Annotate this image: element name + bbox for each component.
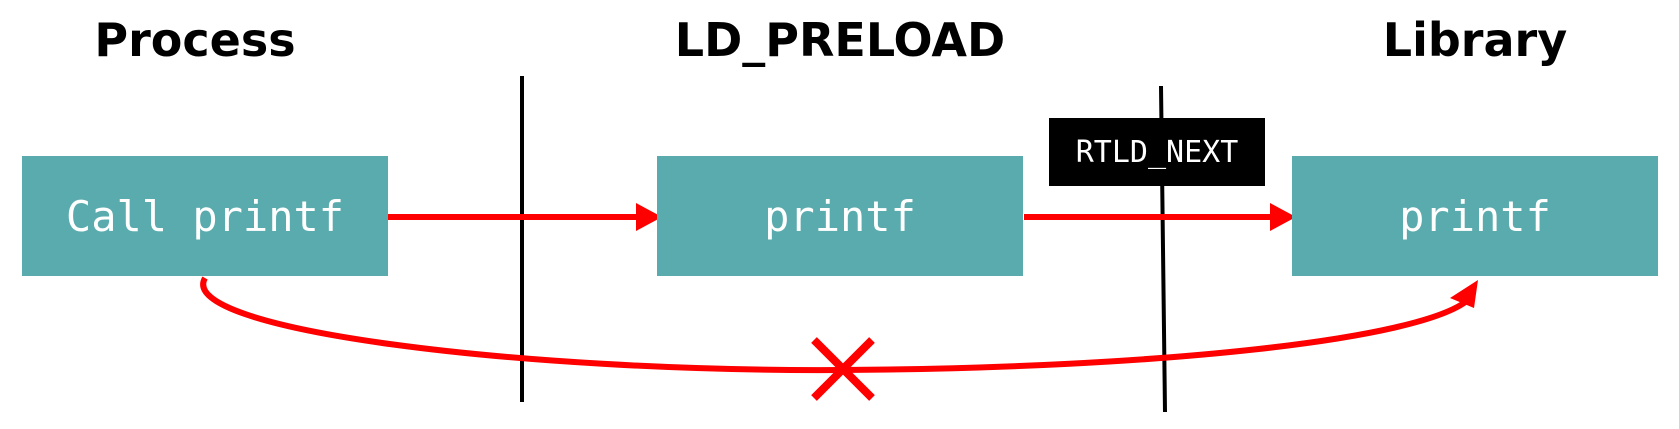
header-ld-preload: LD_PRELOAD — [674, 13, 1006, 67]
arrowhead-process-to-preload — [636, 203, 662, 231]
arrowhead-preload-to-library — [1270, 203, 1296, 231]
header-library: Library — [1382, 13, 1568, 67]
process-box: Call printf — [22, 156, 388, 276]
library-box: printf — [1292, 156, 1658, 276]
bypass-arrowhead — [1450, 280, 1478, 308]
rtld-next-tag: RTLD_NEXT — [1049, 118, 1265, 186]
cross-mark-b — [811, 337, 875, 401]
header-process: Process — [94, 13, 296, 67]
preload-box: printf — [657, 156, 1023, 276]
